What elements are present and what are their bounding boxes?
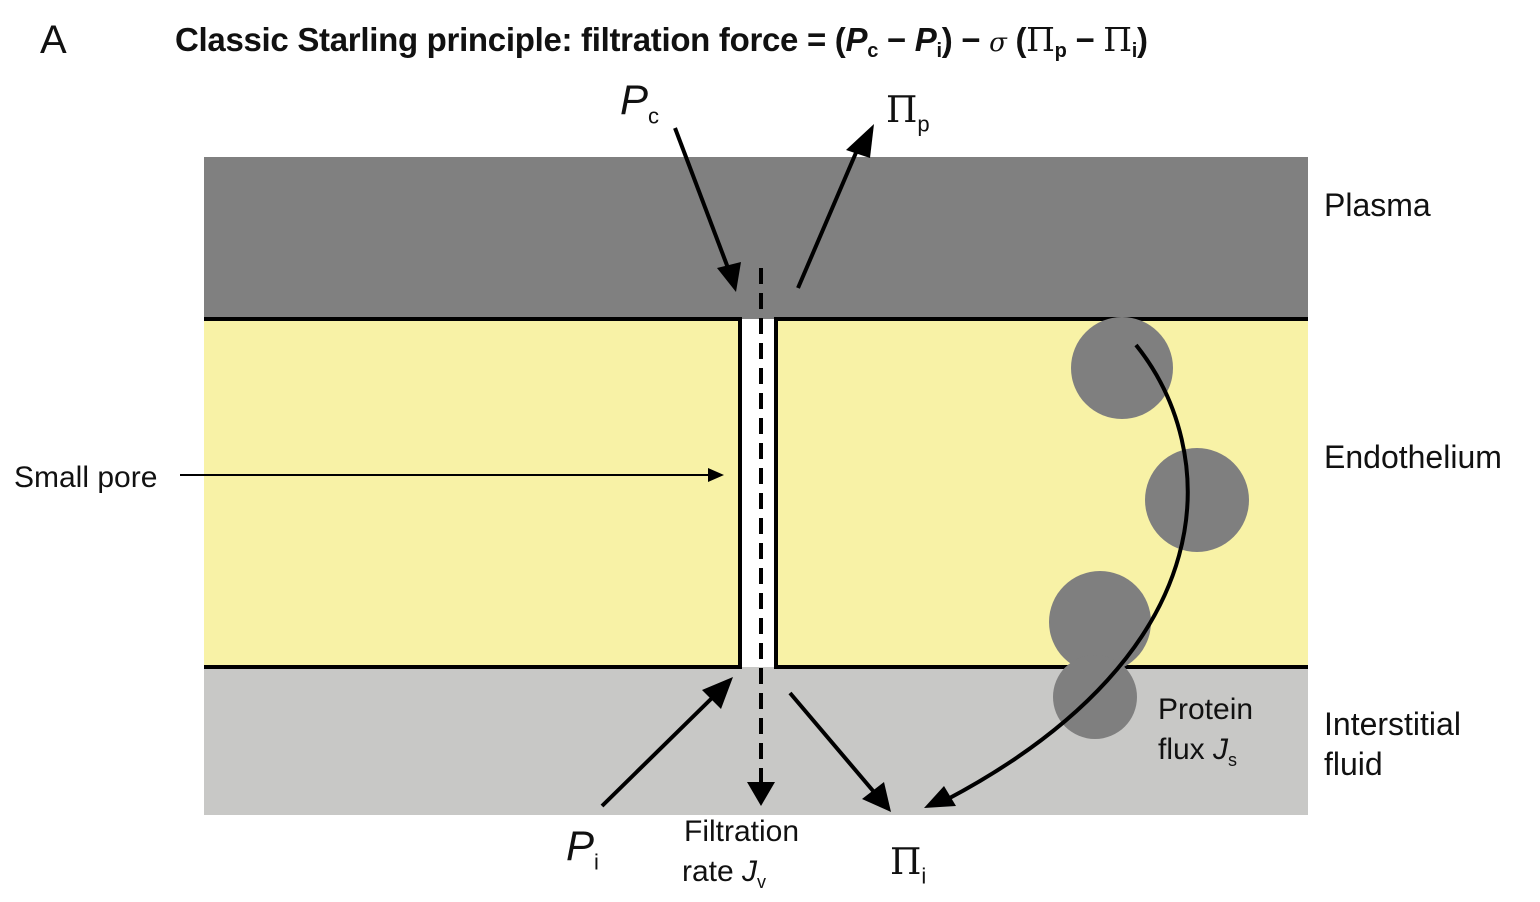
title-mid: ) − xyxy=(941,21,990,58)
endothelium-label: Endothelium xyxy=(1324,439,1502,475)
diagram-title: Classic Starling principle: filtration f… xyxy=(175,20,1148,63)
title-pc: P xyxy=(845,21,868,58)
pi-p-symbol: Π xyxy=(886,90,918,131)
small-pore-channel xyxy=(740,319,776,667)
pi-arrow xyxy=(600,696,714,808)
filtration-label-line2: rate Jv xyxy=(682,852,766,902)
panel-letter: A xyxy=(40,18,67,62)
pi-p-arrowhead xyxy=(846,124,874,158)
title-Pi-i-sub: i xyxy=(1131,40,1138,62)
title-minus: − xyxy=(878,21,915,58)
pc-label: Pc xyxy=(620,76,659,129)
title-pi: P xyxy=(914,21,937,58)
title-Pi-i: Π xyxy=(1103,20,1132,59)
pi-i-arrowhead xyxy=(862,782,891,812)
interstitial-label-line2: fluid xyxy=(1324,746,1383,782)
title-prefix: Classic Starling principle: filtration f… xyxy=(175,21,846,58)
pc-subscript: c xyxy=(648,103,660,129)
filtration-rate-text: rate xyxy=(682,855,743,888)
pi-subscript: i xyxy=(594,849,599,875)
pi-p-label: Πp xyxy=(886,84,930,137)
title-pi-sub: i xyxy=(936,40,942,62)
title-pc-sub: c xyxy=(867,40,879,62)
title-close-paren: ) xyxy=(1137,21,1148,58)
pc-arrow xyxy=(673,127,730,269)
pi-i-symbol: Π xyxy=(890,842,922,883)
title-Pi-p: Π xyxy=(1026,20,1055,59)
title-sigma: σ xyxy=(989,28,1007,58)
protein-J: J xyxy=(1213,733,1229,766)
pi-arrowhead xyxy=(702,677,733,709)
protein-label-line2: flux Js xyxy=(1158,730,1237,780)
pi-p-subscript: p xyxy=(917,111,930,137)
plasma-region xyxy=(204,157,1308,319)
title-minus-2: − xyxy=(1066,21,1104,58)
pi-i-subscript: i xyxy=(921,863,927,889)
vesicle xyxy=(1145,448,1249,552)
protein-subscript: s xyxy=(1228,750,1238,770)
filtration-J: J xyxy=(742,855,758,888)
filtration-label-line1: Filtration xyxy=(684,815,800,848)
pi-label: Pi xyxy=(566,822,599,875)
protein-flux-text: flux xyxy=(1158,733,1214,766)
protein-flux-arrowhead xyxy=(924,786,956,808)
small-pore-label: Small pore xyxy=(14,461,158,494)
filtration-subscript: v xyxy=(757,872,767,892)
title-Pi-p-sub: p xyxy=(1054,40,1067,62)
plasma-label: Plasma xyxy=(1324,187,1431,223)
vesicle xyxy=(1049,571,1151,673)
protein-label-line1: Protein xyxy=(1158,693,1254,726)
title-open-paren: ( xyxy=(1006,21,1027,58)
filtration-arrowhead xyxy=(747,782,775,806)
pi-i-label: Πi xyxy=(890,836,926,889)
pi-symbol: P xyxy=(566,822,595,869)
vesicle xyxy=(1071,317,1173,419)
pc-symbol: P xyxy=(620,76,649,123)
protein-flux-arrow xyxy=(945,343,1190,802)
pc-arrowhead xyxy=(717,262,741,292)
pi-p-arrow xyxy=(796,147,860,289)
interstitial-label-line1: Interstitial xyxy=(1324,706,1461,742)
vesicle xyxy=(1053,655,1137,739)
small-pore-pointer-head xyxy=(708,468,724,482)
pi-i-arrow xyxy=(788,691,876,794)
